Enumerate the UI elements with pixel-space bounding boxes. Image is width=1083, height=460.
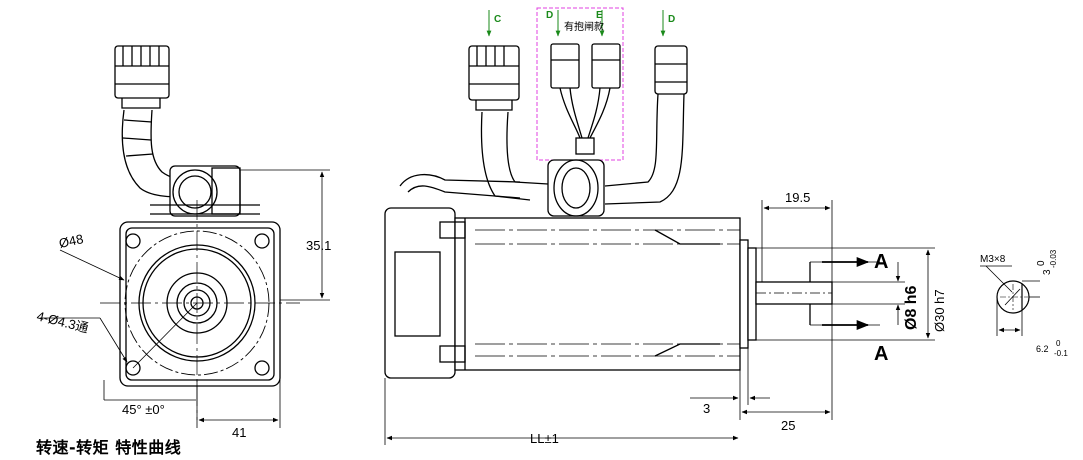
section-mark-bottom: A xyxy=(874,343,888,365)
brake-box xyxy=(536,7,624,161)
section-tol-side-lower: -0.1 xyxy=(1054,349,1068,358)
front-dim-width: 41 xyxy=(232,425,246,440)
section-tol-top-upper: 0 xyxy=(1036,260,1047,266)
section-view xyxy=(980,265,1040,336)
dim-flange-to-end: 25 xyxy=(781,418,795,433)
dim-shaft-diameter: Ø8 h6 xyxy=(903,285,920,330)
dim-shaft-length: 19.5 xyxy=(785,190,810,205)
dim-spigot-length: 3 xyxy=(703,401,710,416)
connector-label-d: D xyxy=(668,14,675,25)
section-tol-side-upper: 0 xyxy=(1056,339,1061,348)
front-view xyxy=(40,45,330,428)
dim-spigot-diameter: Ø30 h7 xyxy=(932,289,947,332)
dim-total-length: LL±1 xyxy=(530,431,559,446)
connector-label-c: C xyxy=(494,14,501,25)
connector-callouts xyxy=(486,10,666,37)
connector-c xyxy=(468,45,549,201)
caption-speed-torque-curve: 转速-转矩 特性曲线 xyxy=(36,438,182,457)
front-dim-diameter: Ø48 xyxy=(58,231,85,251)
section-tol-top-val: 3 xyxy=(1042,269,1053,275)
brake-label: 有抱闸款 xyxy=(564,20,604,33)
front-dim-holes: 4-Ø4.3通 xyxy=(35,308,90,335)
front-dim-angle: 45° ±0° xyxy=(122,402,165,417)
connector-label-e: E xyxy=(596,10,603,21)
front-dim-height: 35.1 xyxy=(306,238,331,253)
section-thread: M3×8 xyxy=(980,254,1006,265)
side-view xyxy=(384,7,935,445)
section-tol-side-val: 6.2 xyxy=(1036,344,1049,354)
section-mark-top: A xyxy=(874,251,888,273)
section-tol-top-lower: -0.03 xyxy=(1049,249,1058,268)
connector-brake xyxy=(550,43,621,155)
connector-label-d-brake: D xyxy=(546,10,553,21)
connector-d xyxy=(604,45,688,205)
